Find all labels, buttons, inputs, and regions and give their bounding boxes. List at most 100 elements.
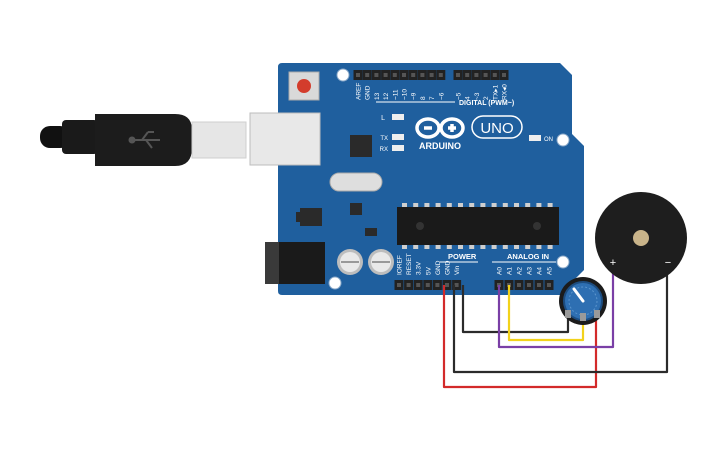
wires: [442, 263, 669, 389]
header-pin-hole: [483, 73, 488, 77]
pin-label: ~5: [456, 92, 463, 100]
header-pin-hole: [547, 283, 551, 287]
led-on: [529, 135, 541, 141]
chip-pin: [413, 245, 419, 249]
board-model: UNO: [480, 120, 513, 137]
pin-label: Vin: [454, 265, 461, 275]
chip-pin: [502, 245, 508, 249]
analog-header-label: ANALOG IN: [507, 252, 549, 261]
pot-terminal: [594, 310, 600, 318]
header-pin-hole: [454, 283, 459, 287]
header-pin-hole: [438, 73, 443, 77]
chip-pin: [469, 245, 475, 249]
pin-label: ~3: [474, 92, 481, 100]
wire-5v-red[interactable]: [442, 285, 598, 389]
header-pin-hole: [502, 73, 506, 77]
chip-pin: [480, 245, 486, 249]
header-pin-hole: [517, 283, 521, 287]
chip-pin: [525, 203, 531, 207]
pin-label: GND: [445, 260, 452, 275]
mounting-hole: [336, 68, 350, 82]
usb-b-jack: [249, 112, 321, 166]
wire-gnd-pot-black[interactable]: [461, 285, 570, 334]
small-ic: [350, 203, 362, 215]
chip-pin: [446, 203, 452, 207]
regulator-tab: [296, 212, 300, 222]
capacitor: [368, 249, 394, 275]
pin-label: 3.3V: [416, 261, 423, 275]
pin-label: GND: [435, 260, 442, 275]
chip-pins-top: [402, 203, 553, 207]
pin-label: A4: [537, 267, 544, 275]
header-pin-hole: [435, 283, 440, 287]
pin-label: ~10: [402, 89, 409, 100]
pin-label: IOREF: [397, 255, 404, 275]
wire-a1-yellow[interactable]: [507, 285, 585, 342]
power-header[interactable]: [394, 280, 462, 290]
potentiometer[interactable]: [559, 277, 607, 325]
chip-pin: [435, 203, 441, 207]
header-pin-hole: [429, 73, 434, 77]
buzzer-hole: [633, 230, 649, 246]
header-pin-hole: [392, 73, 397, 77]
smd-component: [365, 228, 377, 236]
header-pin-hole: [365, 73, 370, 77]
arduino-board[interactable]: L TX RX ON ARDUINO UNO: [249, 63, 584, 295]
board-name: ARDUINO: [419, 141, 461, 151]
header-pin-hole: [356, 73, 360, 77]
chip-pin: [424, 203, 430, 207]
chip-pin: [435, 245, 441, 249]
arduino-logo-icon: [415, 117, 465, 139]
led-rx: [392, 145, 404, 151]
pin-label: 4: [465, 96, 472, 100]
chip-pin: [413, 203, 419, 207]
chip-pin: [536, 245, 542, 249]
pin-label: 12: [383, 92, 390, 100]
header-pin-hole: [420, 73, 425, 77]
header-pin-hole: [465, 73, 470, 77]
piezo-buzzer[interactable]: + −: [595, 192, 687, 284]
wire-a0-purple[interactable]: [497, 263, 615, 349]
header-pin-hole: [411, 73, 416, 77]
digital-header[interactable]: [353, 70, 509, 80]
led-tx: [392, 134, 404, 140]
led-l: [392, 114, 404, 120]
reset-button-cap[interactable]: [297, 79, 311, 93]
chip-pin: [502, 203, 508, 207]
potentiometer-indicator: [572, 287, 585, 303]
pin-label: 5V: [425, 266, 432, 275]
header-pin-hole: [383, 73, 388, 77]
pin-label: A2: [517, 267, 524, 275]
pin-label: A3: [527, 267, 534, 275]
mounting-hole: [556, 133, 570, 147]
chip-pin: [514, 245, 519, 249]
chip-pin: [424, 245, 430, 249]
pin-label: RX◂0: [502, 84, 509, 100]
pot-terminal: [565, 310, 571, 318]
chip-pin: [446, 245, 452, 249]
usb-cable[interactable]: [40, 114, 247, 166]
chip-notch: [416, 222, 424, 230]
chip-pin: [402, 203, 407, 207]
pin-label: GND: [365, 85, 372, 100]
chip-pin: [480, 203, 486, 207]
chip-pin: [402, 245, 407, 249]
pin-label: A0: [497, 267, 504, 275]
pin-label: 13: [374, 92, 381, 100]
chip-pin: [491, 245, 497, 249]
pin-label: AREF: [356, 83, 363, 100]
voltage-regulator: [300, 208, 322, 226]
pin-label: ~6: [438, 92, 445, 100]
led-tx-label: TX: [380, 136, 388, 142]
header-pin-hole: [445, 283, 449, 287]
digital-header-label: DIGITAL (PWM~): [459, 100, 514, 107]
pot-terminal: [580, 313, 586, 321]
buzzer-plus-label: +: [610, 257, 616, 269]
wire-gnd-black[interactable]: [452, 263, 669, 374]
chip-pin: [525, 245, 531, 249]
usb-cable-neck: [62, 120, 98, 154]
chip-pin: [469, 203, 475, 207]
mounting-hole: [556, 255, 570, 269]
